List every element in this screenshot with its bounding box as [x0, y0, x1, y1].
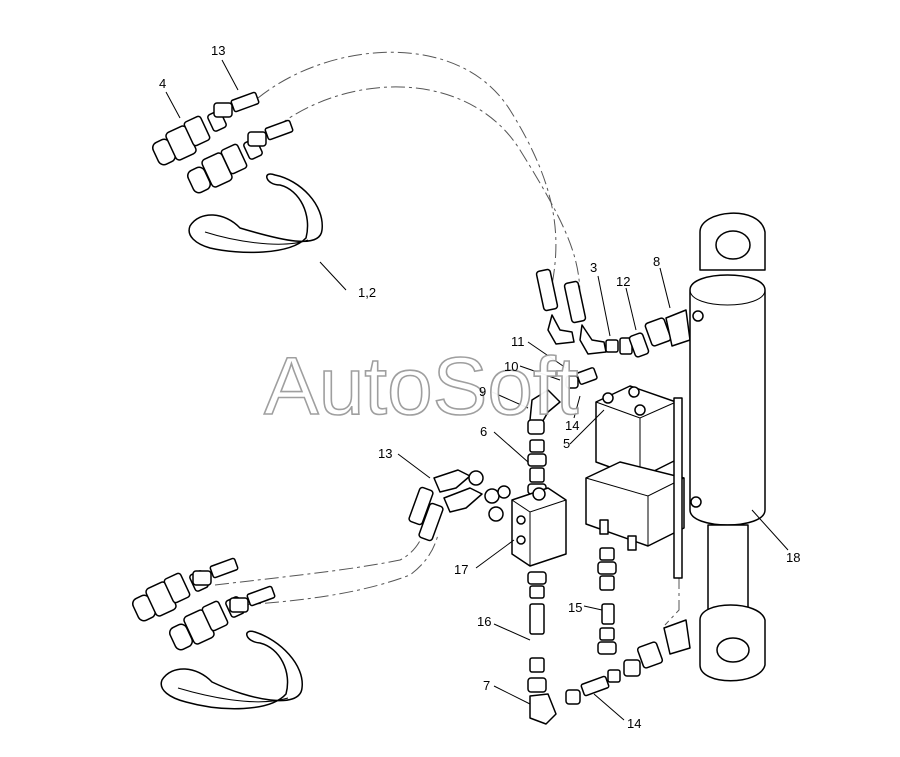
- hose-ends-bottom: [408, 469, 511, 542]
- leader-lines: [165, 59, 789, 721]
- fitting-column-16: [527, 571, 557, 725]
- valve-block-17: [511, 487, 567, 567]
- callout-14-bottom: 14: [627, 716, 641, 731]
- callout-5: 5: [563, 436, 570, 451]
- callout-11: 11: [511, 334, 525, 349]
- hydraulic-cylinder-18: [673, 212, 766, 682]
- hose-adaptor-top: [213, 91, 294, 147]
- callout-16: 16: [477, 614, 491, 629]
- callout-6: 6: [480, 424, 487, 439]
- quick-coupling-bottom-2: [168, 596, 245, 651]
- dust-cap-strap-bottom: [160, 630, 303, 710]
- hose-ends-top: [535, 268, 607, 355]
- callout-13-top: 13: [211, 43, 225, 58]
- solenoid-block: [585, 385, 685, 551]
- hose-adaptor-bottom: [192, 557, 276, 613]
- fitting-chain-top-right: [605, 309, 691, 358]
- callout-3: 3: [590, 260, 597, 275]
- fitting-chain-center: [527, 367, 598, 435]
- watermark-text: AutoSoft: [264, 341, 579, 432]
- callout-10: 10: [504, 359, 518, 374]
- callout-9: 9: [479, 384, 486, 399]
- callout-7: 7: [483, 678, 490, 693]
- fitting-column-6: [527, 439, 547, 495]
- callout-18: 18: [786, 550, 800, 565]
- callout-13-bottom: 13: [378, 446, 392, 461]
- hose-routing-lines: [214, 51, 680, 626]
- callout-15: 15: [568, 600, 582, 615]
- callout-14-top: 14: [565, 418, 579, 433]
- fitting-chain-bottom: [565, 619, 691, 705]
- callout-4: 4: [159, 76, 166, 91]
- fitting-column-15: [597, 547, 617, 655]
- dust-cap-strap-top: [188, 173, 323, 254]
- callout-labels: 13 4 1,2 3 12 8 11 10 9 14 6 5 13 17 18 …: [159, 43, 800, 731]
- callout-1-2: 1,2: [358, 285, 376, 300]
- callout-12: 12: [616, 274, 630, 289]
- callout-8: 8: [653, 254, 660, 269]
- callout-17: 17: [454, 562, 468, 577]
